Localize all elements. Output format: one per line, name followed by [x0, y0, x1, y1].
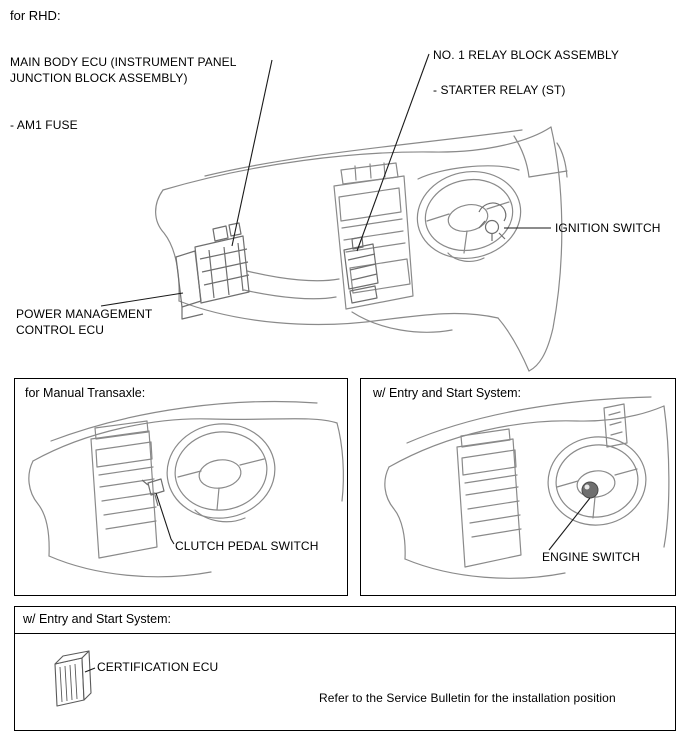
manual-transaxle-illustration: [28, 400, 344, 578]
certification-ecu-icon-ribs: [59, 663, 78, 703]
label-clutch-pedal-switch: CLUTCH PEDAL SWITCH: [175, 539, 319, 553]
clutch-switch-art: [141, 478, 165, 507]
entry-start-box: w/ Entry and Start System: ENGINE SWITCH: [360, 378, 676, 596]
label-certification-ecu: CERTIFICATION ECU: [97, 660, 219, 674]
engine-switch-art: [581, 481, 599, 499]
label-ignition-switch: IGNITION SWITCH: [555, 221, 661, 235]
certification-ecu-leader-line: [84, 667, 96, 673]
engine-switch-leader-line: [548, 497, 591, 551]
manual-transaxle-box-title: for Manual Transaxle:: [25, 386, 146, 400]
label-no1-relay-block: NO. 1 RELAY BLOCK ASSEMBLY: [433, 48, 620, 62]
page-heading: for RHD:: [10, 8, 61, 23]
label-power-management-ecu: POWER MANAGEMENT CONTROL ECU: [16, 307, 153, 337]
label-main-body-ecu: MAIN BODY ECU (INSTRUMENT PANEL JUNCTION…: [10, 55, 237, 85]
entry-start-box-title: w/ Entry and Start System:: [373, 386, 521, 400]
label-am1-fuse: - AM1 FUSE: [10, 118, 78, 132]
certification-box-title: w/ Entry and Start System:: [23, 612, 171, 626]
certification-box-note: Refer to the Service Bulletin for the in…: [319, 691, 616, 705]
label-engine-switch: ENGINE SWITCH: [542, 550, 640, 564]
certification-ecu-icon: [54, 650, 92, 707]
clutch-switch-leader-line: [155, 492, 175, 545]
ignition-switch-art: [478, 202, 507, 241]
junction-block-art: [175, 222, 250, 320]
manual-transaxle-box: for Manual Transaxle: CLUTCH PEDAL SWITC…: [14, 378, 348, 596]
certification-box-divider: [15, 633, 675, 634]
certification-ecu-box: w/ Entry and Start System: CERTIFICATION…: [14, 606, 676, 731]
relay-block-art: [343, 236, 379, 304]
label-starter-relay: - STARTER RELAY (ST): [433, 83, 566, 97]
